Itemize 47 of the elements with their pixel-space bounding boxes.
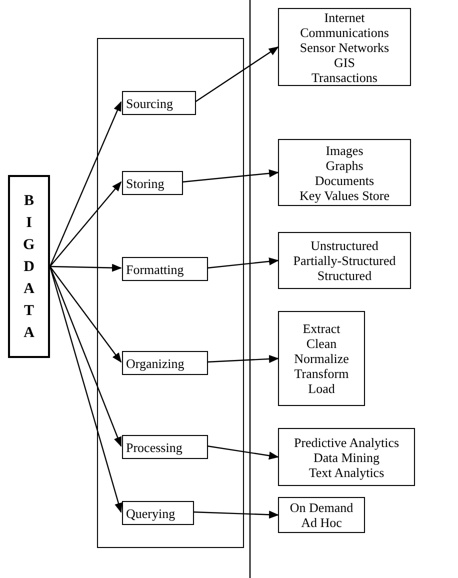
- list-box: [278, 311, 365, 406]
- group-frame: [97, 38, 244, 548]
- title-box: BIG DATA: [8, 175, 50, 358]
- arrow: [49, 101, 122, 267]
- process-box: Querying: [122, 501, 194, 525]
- list-item: Images: [326, 142, 364, 158]
- list-box: [278, 139, 411, 206]
- arrow: [50, 264, 122, 272]
- arrow: [206, 257, 279, 269]
- list-item: Partially-Structured: [293, 253, 396, 268]
- list-box: [278, 497, 365, 533]
- list-item: Normalize: [294, 351, 349, 366]
- list-item: Documents: [314, 172, 374, 188]
- arrow: [206, 354, 279, 363]
- list-item: Structured: [317, 268, 372, 283]
- list-box: [278, 8, 411, 86]
- arrow: [182, 169, 279, 183]
- process-box: Formatting: [122, 257, 208, 281]
- list-item: Transform: [294, 366, 349, 381]
- list-item: Key Values Store: [299, 188, 390, 202]
- list-item: Clean: [306, 336, 337, 351]
- list-item: Ad Hoc: [301, 515, 342, 530]
- process-box: Storing: [122, 171, 183, 195]
- list-item: Predictive Analytics: [294, 434, 400, 450]
- process-box: Processing: [122, 435, 208, 459]
- list-item: Unstructured: [310, 238, 378, 253]
- list-item: Internet: [324, 10, 365, 24]
- arrow: [206, 445, 279, 460]
- arrow: [50, 266, 122, 363]
- list-item: Transactions: [312, 70, 378, 84]
- list-item: Graphs: [326, 158, 364, 172]
- list-item: On Demand: [290, 500, 354, 515]
- list-box: [278, 428, 415, 486]
- list-item: Extract: [302, 321, 340, 336]
- list-item: GIS: [334, 54, 355, 70]
- process-box: Sourcing: [122, 91, 196, 115]
- arrow: [50, 181, 122, 267]
- list-item: Data Mining: [313, 450, 380, 464]
- arrow: [194, 46, 279, 102]
- list-item: Communications: [300, 24, 389, 40]
- arrow: [192, 510, 279, 519]
- process-box: Organizing: [122, 351, 208, 375]
- arrow: [49, 266, 122, 447]
- list-item: Load: [308, 381, 335, 396]
- list-box: [278, 232, 411, 289]
- list-item: Text Analytics: [308, 464, 384, 480]
- list-item: Sensor Networks: [300, 40, 390, 54]
